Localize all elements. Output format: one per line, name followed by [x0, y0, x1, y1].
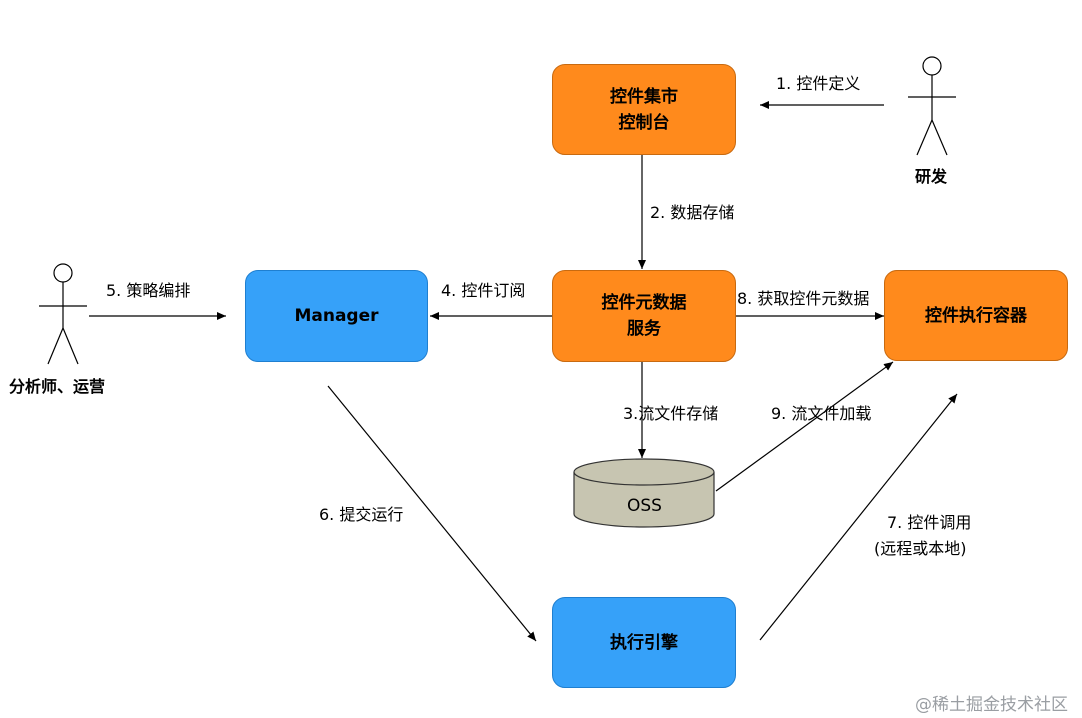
oss-cylinder-icon [573, 458, 715, 528]
analyst-actor-icon [39, 263, 87, 365]
dev-actor-icon [908, 56, 956, 156]
edge-4-label: 4. 控件订阅 [441, 281, 526, 300]
console-node-line1: 控件集市 [610, 86, 678, 107]
exec-container-node-label: 控件执行容器 [925, 305, 1027, 326]
edge-6-arrow [327, 385, 537, 642]
analyst-actor-name: 分析师、运营 [9, 377, 106, 396]
console-node: 控件集市 控制台 [552, 64, 736, 155]
edge-9-arrow [715, 361, 894, 492]
edge-8-label: 8. 获取控件元数据 [737, 289, 870, 308]
oss-label: OSS [627, 496, 662, 516]
meta-service-node-line1: 控件元数据 [601, 293, 687, 313]
edge-9-label: 9. 流文件加载 [771, 404, 872, 423]
dev-actor-name: 研发 [915, 167, 948, 186]
engine-node: 执行引擎 [552, 597, 736, 688]
manager-node: Manager [245, 270, 428, 362]
edge-7-label-line2: (远程或本地) [874, 539, 967, 558]
edge-2-label: 2. 数据存储 [650, 203, 735, 222]
watermark: @稀土掘金技术社区 [915, 695, 1068, 715]
edge-3-label: 3.流文件存储 [623, 404, 719, 423]
edge-6-label: 6. 提交运行 [319, 505, 404, 524]
meta-service-node-line2: 服务 [627, 319, 661, 339]
engine-node-label: 执行引擎 [610, 632, 678, 653]
edge-5-label: 5. 策略编排 [106, 281, 191, 300]
edge-7-label-line1: 7. 控件调用 [887, 513, 972, 532]
exec-container-node: 控件执行容器 [884, 270, 1068, 361]
manager-node-label: Manager [294, 306, 379, 326]
meta-service-node: 控件元数据 服务 [552, 270, 736, 362]
console-node-line2: 控制台 [618, 112, 670, 133]
edge-1-label: 1. 控件定义 [776, 74, 861, 93]
edge-7-arrow [759, 393, 958, 641]
